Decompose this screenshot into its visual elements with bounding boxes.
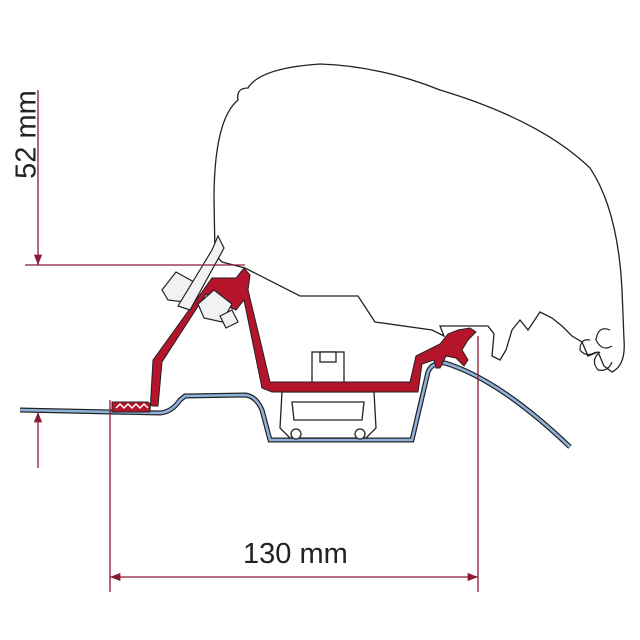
roof-rail-clamp — [279, 351, 377, 440]
bracket-teeth — [115, 402, 149, 410]
height-dimension-label: 52 mm — [10, 90, 43, 179]
awning-housing — [213, 63, 625, 373]
awning-end-detail — [579, 328, 613, 371]
width-dimension-label: 130 mm — [243, 538, 348, 570]
roof-fill — [19, 361, 571, 448]
bolt-assembly — [161, 234, 239, 329]
dimension-lines — [25, 90, 479, 592]
